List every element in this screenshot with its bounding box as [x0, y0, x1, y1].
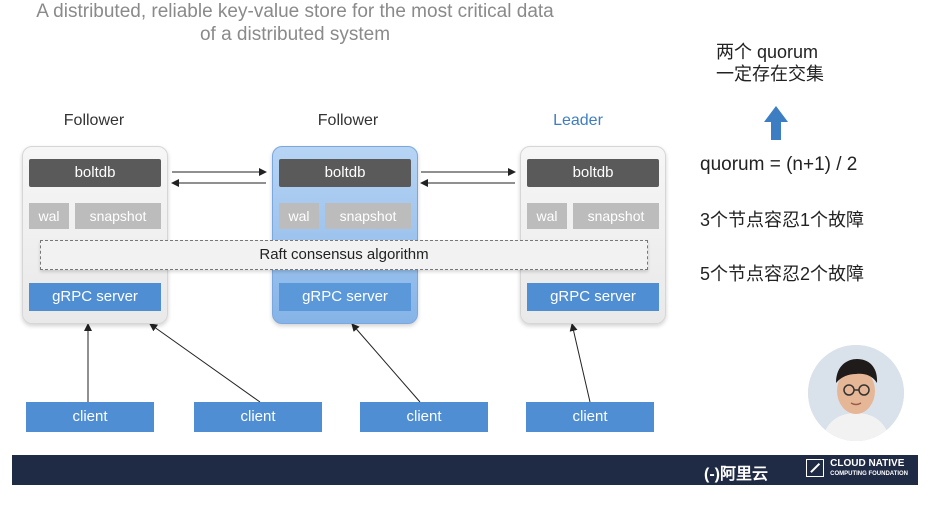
boltdb-box: boltdb	[279, 159, 411, 187]
client4-arrow	[569, 323, 591, 403]
wal-box: wal	[527, 203, 567, 229]
client-box-4: client	[526, 402, 654, 432]
slide-title-line2: of a distributed system	[199, 24, 391, 45]
quorum-note-line2: 一定存在交集	[716, 64, 824, 84]
cncf-line2: COMPUTING FOUNDATION	[830, 471, 908, 477]
node-follower-2: boltdb wal snapshot gRPC server	[272, 146, 418, 324]
node2-role-label: Follower	[317, 112, 379, 129]
quorum-note-line1: 两个 quorum	[716, 42, 819, 62]
wal-box: wal	[279, 203, 319, 229]
snapshot-box: snapshot	[75, 203, 161, 229]
aliyun-logo: (-)阿里云	[704, 466, 768, 483]
client2-arrow	[149, 323, 261, 403]
grpc-server-box: gRPC server	[527, 283, 659, 311]
raft-consensus-bar: Raft consensus algorithm	[40, 240, 648, 270]
client-box-1: client	[26, 402, 154, 432]
client-box-3: client	[360, 402, 488, 432]
client-box-2: client	[194, 402, 322, 432]
boltdb-box: boltdb	[29, 159, 161, 187]
speaker-video-avatar	[808, 345, 904, 441]
snapshot-box: snapshot	[573, 203, 659, 229]
grpc-server-box: gRPC server	[29, 283, 161, 311]
slide-title-line1: A distributed, reliable key-value store …	[36, 1, 554, 22]
snapshot-box: snapshot	[325, 203, 411, 229]
up-arrow-icon	[764, 106, 788, 140]
client3-arrow	[351, 323, 421, 403]
tolerance-5-nodes: 5个节点容忍2个故障	[700, 264, 865, 284]
node-follower-1: boltdb wal snapshot gRPC server	[22, 146, 168, 324]
node1-role-label: Follower	[63, 112, 125, 129]
node-leader: boltdb wal snapshot gRPC server	[520, 146, 666, 324]
slide-title: A distributed, reliable key-value store …	[0, 0, 590, 46]
tolerance-3-nodes: 3个节点容忍1个故障	[700, 210, 865, 230]
boltdb-box: boltdb	[527, 159, 659, 187]
cncf-logo-icon	[805, 459, 824, 477]
node3-role-label: Leader	[553, 112, 603, 129]
cncf-line1: CLOUD NATIVE	[830, 458, 905, 469]
grpc-server-box: gRPC server	[279, 283, 411, 311]
footer-bar: (-)阿里云 CLOUD NATIVE COMPUTING FOUNDATION	[12, 455, 918, 485]
quorum-formula: quorum = (n+1) / 2	[700, 154, 858, 175]
cncf-logo: CLOUD NATIVE COMPUTING FOUNDATION	[805, 458, 908, 479]
wal-box: wal	[29, 203, 69, 229]
